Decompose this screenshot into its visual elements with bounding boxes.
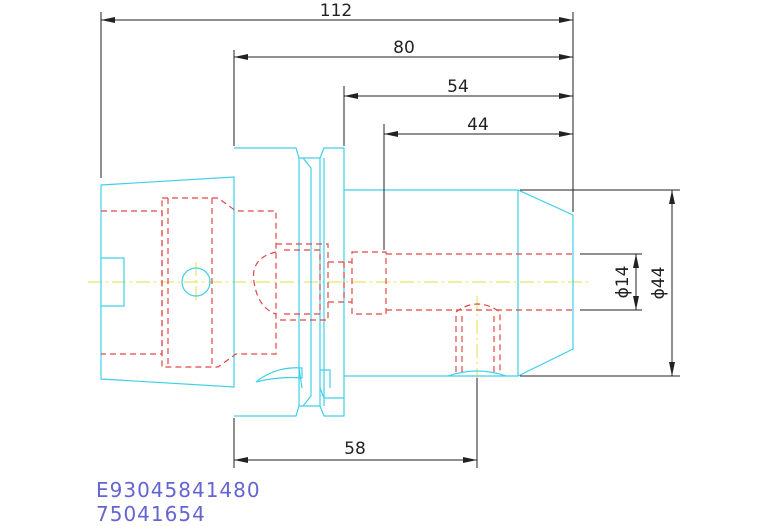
arrow-d44-bottom [669, 362, 675, 376]
dimension-labels: 112 80 54 44 58 ϕ14 ϕ44 [320, 1, 669, 459]
dim-label-44: 44 [467, 115, 489, 135]
dim-label-80: 80 [393, 38, 415, 58]
arrow-58-right [463, 457, 477, 463]
crescent-outline [255, 367, 303, 383]
flange-outline [234, 147, 300, 417]
flange-shoulder [319, 387, 344, 399]
arrow-44-right [559, 131, 573, 137]
arrow-112-left [101, 17, 115, 23]
dimension-lines [100, 12, 680, 468]
dim-label-d44: ϕ44 [649, 267, 669, 300]
arrow-54-right [559, 93, 573, 99]
arrow-80-left [234, 54, 248, 60]
holder-body-outline [344, 189, 574, 377]
arrow-d14-top [633, 254, 639, 268]
centerlines [88, 262, 590, 385]
arrow-112-right [559, 17, 573, 23]
ball-detent-circle [181, 267, 211, 297]
thread-bore-hidden [276, 243, 329, 321]
crescent-right-rim [298, 367, 303, 389]
shank-chamber-hidden [161, 197, 277, 368]
hidden-features [101, 197, 573, 372]
arrow-d44-top [669, 190, 675, 204]
arrow-d14-bottom [633, 296, 639, 310]
dim-label-d14: ϕ14 [613, 266, 633, 299]
cross-hole-hidden [455, 303, 501, 372]
vgroove-left-flank [302, 157, 312, 407]
vgroove-outline [299, 157, 321, 407]
part-code-line-2: 75041654 [96, 502, 206, 526]
dim-label-112: 112 [320, 1, 352, 21]
dim-label-58: 58 [344, 439, 366, 459]
taper-shank-outline [100, 176, 235, 388]
arrow-58-left [234, 457, 248, 463]
part-outline [100, 147, 574, 417]
arrow-54-left [344, 93, 358, 99]
pull-stud-dome [252, 251, 277, 315]
cross-hole-arc [447, 370, 507, 377]
key-slot-outline [101, 257, 125, 307]
flange-shoulder-right [320, 369, 331, 388]
part-code-line-1: E93045841480 [96, 478, 261, 502]
arrow-44-left [384, 131, 398, 137]
clamp-bore-hidden [351, 251, 387, 315]
arrow-80-right [559, 54, 573, 60]
dim-label-54: 54 [447, 77, 469, 97]
